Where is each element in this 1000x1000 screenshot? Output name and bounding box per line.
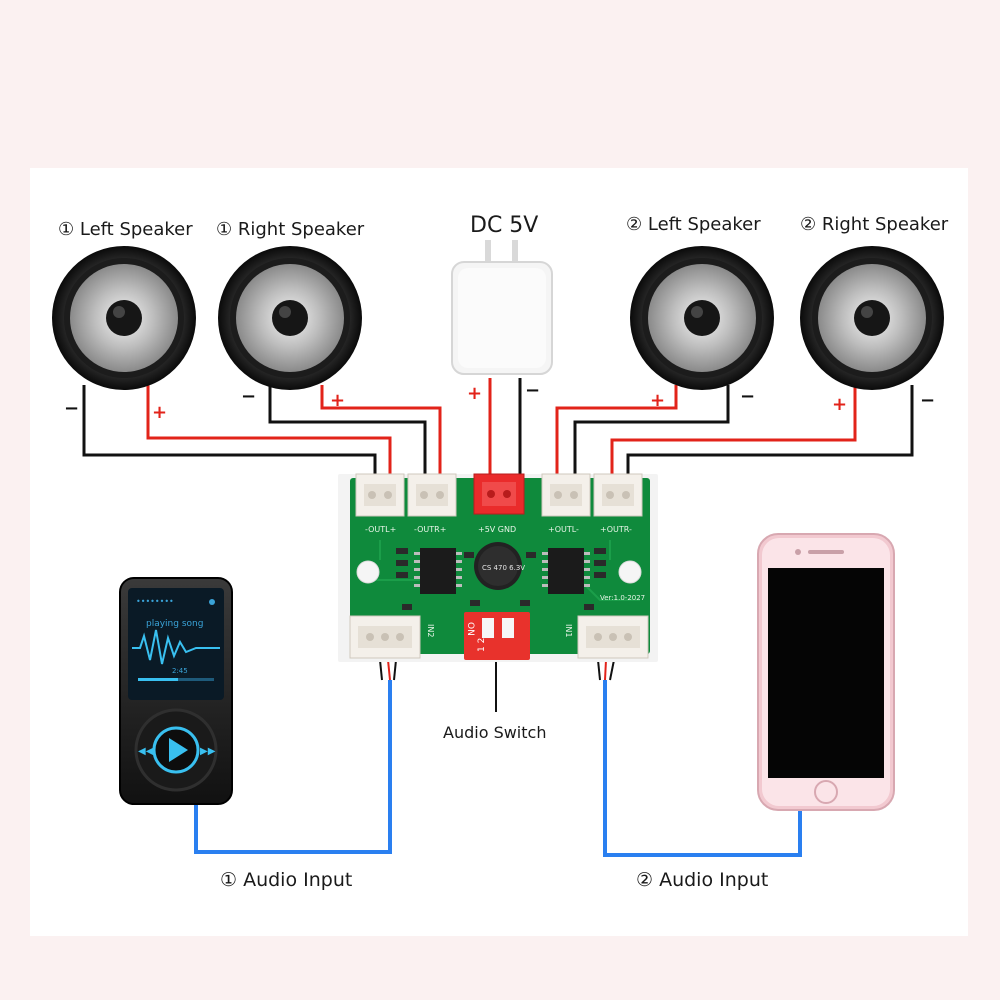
polarity-minus: − [241, 386, 256, 407]
label-audio-input-1: ① Audio Input [220, 869, 352, 891]
dip-on-label: ON [465, 622, 475, 636]
amplifier-board: -OUTL+ -OUTR+ +5V GND +OUTL- +OUTR- Ver:… [338, 473, 658, 662]
next-icon: ▶▶ [200, 746, 216, 757]
label-audio-input-2: ② Audio Input [636, 869, 768, 891]
polarity-minus: − [64, 398, 79, 419]
dip-number-labels: 1 2 [477, 638, 487, 652]
speaker-right-2 [800, 246, 944, 390]
home-button [814, 780, 838, 804]
wire-left-speaker-2-negative [573, 385, 730, 478]
waveform-icon [132, 629, 220, 665]
speaker-wires [82, 378, 914, 478]
audio-switch-toggle[interactable]: ON 1 2 [464, 612, 530, 660]
polarity-minus: − [920, 390, 935, 411]
connector-power[interactable] [473, 473, 525, 515]
speaker-left-2 [630, 246, 774, 390]
amplifier-chip [542, 548, 590, 594]
silk-outl-1: -OUTL+ [365, 525, 396, 534]
polarity-plus: + [650, 390, 665, 411]
power-adapter-icon [451, 240, 553, 375]
mounting-hole [356, 560, 380, 584]
wire-left-speaker-1-positive [146, 385, 392, 478]
wire-right-speaker-1-negative [268, 385, 427, 478]
silk-in1: IN1 [564, 624, 573, 637]
polarity-minus: − [740, 386, 755, 407]
polarity-plus: + [330, 390, 345, 411]
polarity-plus: + [832, 394, 847, 415]
smartphone-icon [757, 533, 895, 811]
player-song-title: playing song [146, 619, 203, 629]
label-left-speaker-1: ① Left Speaker [58, 219, 193, 240]
label-left-speaker-2: ② Left Speaker [626, 214, 761, 235]
wire-right-speaker-1-positive [320, 385, 442, 478]
wire-right-speaker-2-positive [610, 385, 857, 478]
silk-power: +5V GND [478, 525, 516, 534]
label-right-speaker-2: ② Right Speaker [800, 214, 949, 235]
wire-left-speaker-1-negative [82, 385, 377, 478]
wire-left-speaker-2-positive [555, 385, 678, 478]
mp3-player-icon: •••••••• playing song 2:45 ◀◀ ▶▶ [119, 577, 233, 805]
silk-outl-2: +OUTL- [548, 525, 579, 534]
polarity-markers: − + − + + − + − + − [64, 380, 935, 423]
connector-outr-1[interactable] [407, 473, 457, 517]
wire-right-speaker-2-negative [626, 385, 914, 478]
connector-outr-2[interactable] [593, 473, 643, 517]
player-header-text: •••••••• [136, 597, 174, 606]
wire-audio-input-2 [603, 680, 802, 857]
connector-outl-1[interactable] [355, 473, 405, 517]
speaker-left-1 [52, 246, 196, 390]
label-audio-switch: Audio Switch [443, 723, 546, 742]
speaker-right-1 [218, 246, 362, 390]
silk-version: Ver:1.0-2027 [600, 594, 645, 602]
polarity-plus: + [467, 383, 482, 404]
label-dc-5v: DC 5V [470, 213, 538, 238]
amplifier-chip [414, 548, 462, 594]
prev-icon: ◀◀ [138, 746, 154, 757]
play-icon [169, 738, 188, 762]
wire-audio-input-1 [194, 680, 392, 854]
connector-outl-2[interactable] [541, 473, 591, 517]
input-lead-wires [379, 659, 615, 681]
polarity-plus: + [152, 402, 167, 423]
connector-in2[interactable] [349, 615, 421, 659]
audio-wires [194, 680, 802, 857]
label-right-speaker-1: ① Right Speaker [216, 219, 365, 240]
player-time: 2:45 [172, 667, 188, 675]
silk-outr-2: +OUTR- [600, 525, 632, 534]
polarity-minus: − [525, 380, 540, 401]
capacitor-label: CS 470 6.3V [482, 564, 525, 572]
speaker-grille [808, 550, 844, 554]
silk-outr-1: -OUTR+ [414, 525, 446, 534]
capacitor: CS 470 6.3V [474, 542, 525, 590]
silk-in2: IN2 [426, 624, 435, 637]
mounting-hole [618, 560, 642, 584]
connector-in1[interactable] [577, 615, 649, 659]
